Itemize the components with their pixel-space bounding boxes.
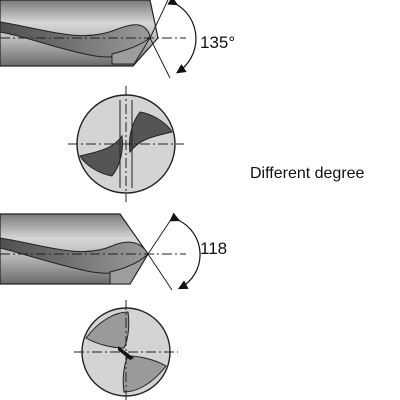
top-angle-label: 135° — [200, 33, 235, 52]
bottom-angle-label: 118 — [200, 239, 227, 258]
bottom-drill-lip — [109, 253, 149, 285]
top-angle-arc — [167, 0, 197, 74]
top-drill-flute — [0, 21, 151, 58]
top-end-flute-left — [79, 134, 123, 177]
bottom-end-flute-upper — [85, 311, 130, 349]
top-drill-end-view — [68, 86, 184, 202]
bottom-angle-line-lower — [147, 253, 173, 291]
top-end-flute-right — [129, 111, 173, 154]
top-angle-line-lower — [149, 37, 171, 79]
bottom-end-flute-lower — [122, 355, 167, 393]
top-drill-lip — [111, 37, 151, 65]
bottom-end-chisel — [118, 346, 134, 360]
top-angle-line-upper — [149, 0, 169, 39]
caption-text: Different degree — [250, 165, 365, 182]
bottom-angle-line-upper — [147, 217, 173, 255]
bottom-angle-arc — [169, 212, 201, 290]
bottom-drill-end-view — [74, 300, 178, 400]
bottom-drill-side-view: 118 — [0, 212, 227, 291]
top-drill-side-view: 135° — [0, 0, 235, 79]
